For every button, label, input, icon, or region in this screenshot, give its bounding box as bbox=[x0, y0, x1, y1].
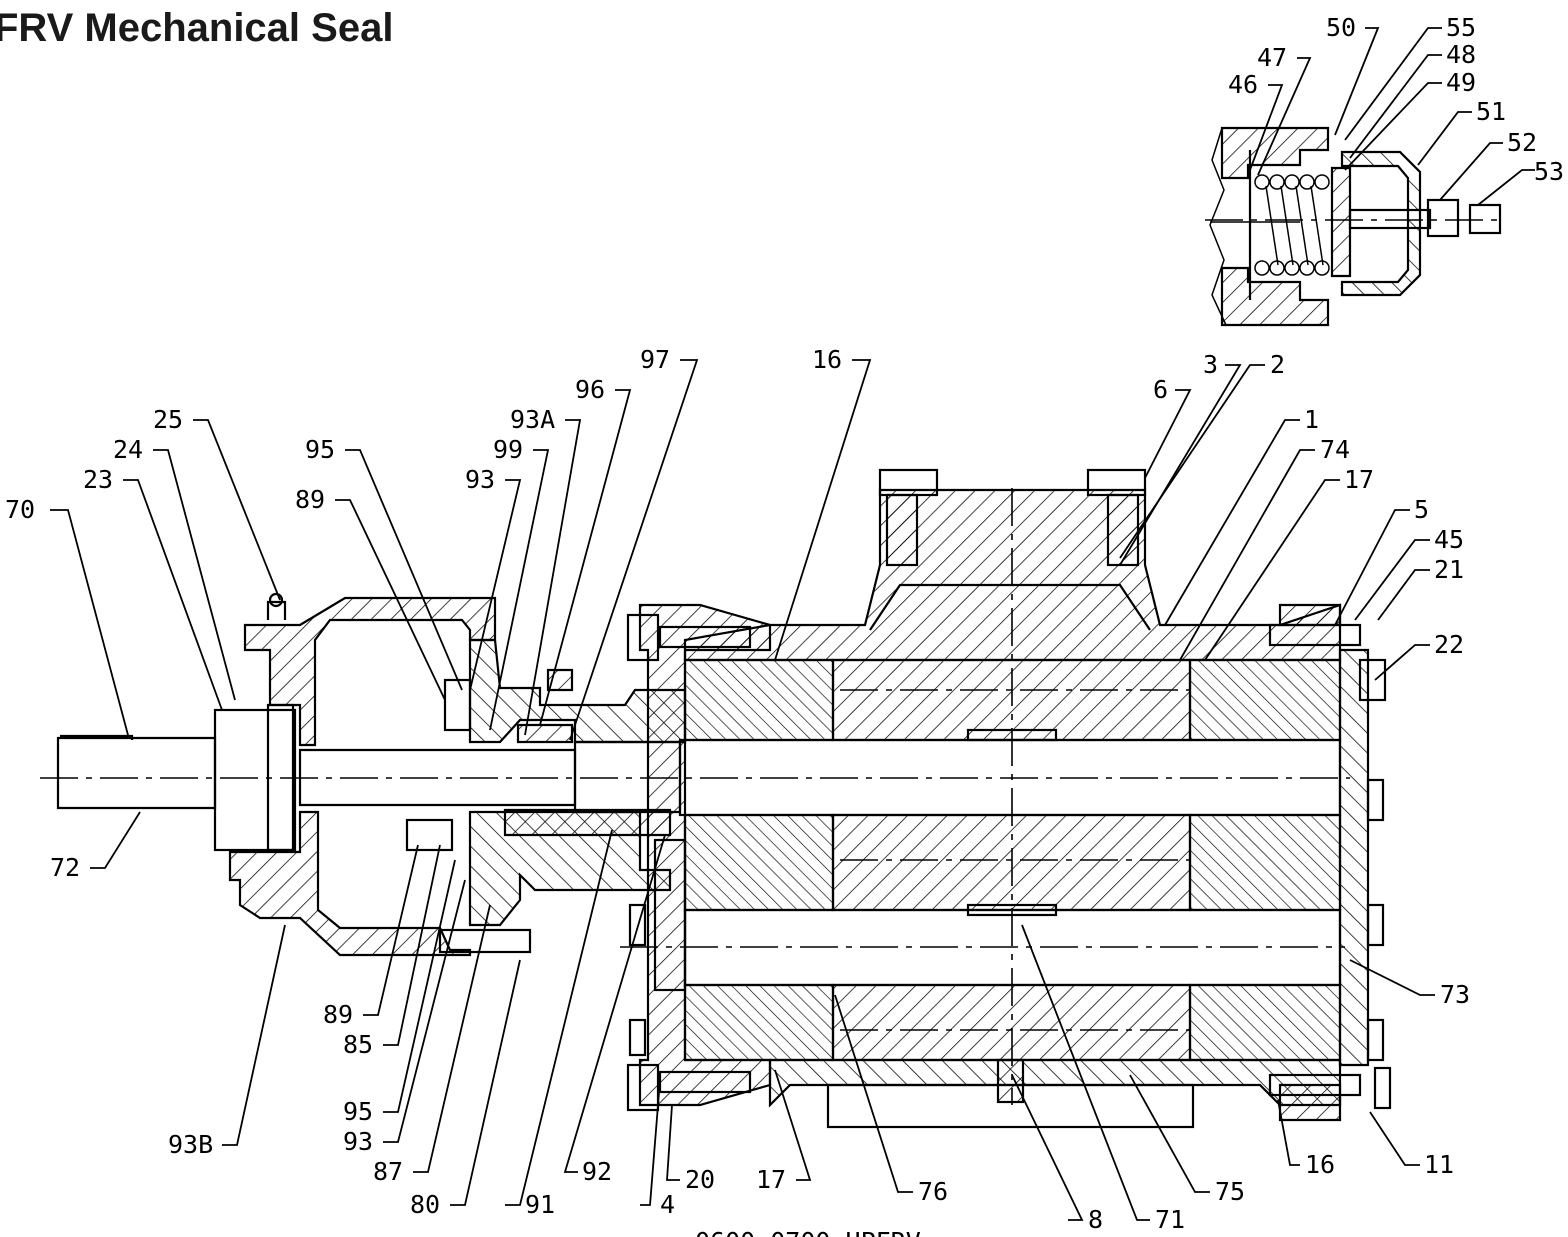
callout-label: 91 bbox=[525, 1190, 555, 1219]
callout-label: 99 bbox=[493, 435, 523, 464]
callout-label: 3 bbox=[1203, 350, 1218, 379]
callout-label: 2 bbox=[1270, 350, 1285, 379]
callout-label: 93 bbox=[465, 465, 495, 494]
callout-label: 47 bbox=[1257, 43, 1287, 72]
callout-label: 46 bbox=[1228, 70, 1258, 99]
callout-label: 75 bbox=[1215, 1177, 1245, 1206]
callout-label: 6 bbox=[1153, 375, 1168, 404]
callout-label: 95 bbox=[343, 1097, 373, 1126]
callout-label: 5 bbox=[1414, 495, 1429, 524]
callout-label: 93A bbox=[510, 405, 555, 434]
callout-label: 50 bbox=[1326, 13, 1356, 42]
callout-label: 24 bbox=[113, 435, 143, 464]
callout-label: 48 bbox=[1446, 40, 1476, 69]
callout-label: 80 bbox=[410, 1190, 440, 1219]
callout-label: 71 bbox=[1155, 1205, 1185, 1234]
callout-label: 95 bbox=[305, 435, 335, 464]
callout-label: 93B bbox=[168, 1130, 213, 1159]
callout-label: 51 bbox=[1476, 97, 1506, 126]
main-assembly bbox=[40, 468, 1392, 1129]
callout-label: 74 bbox=[1320, 435, 1350, 464]
page-title: FRV Mechanical Seal bbox=[0, 6, 394, 50]
callout-label: 20 bbox=[685, 1165, 715, 1194]
callout-label: 96 bbox=[575, 375, 605, 404]
drawing-number: 0600-0700 HPFRV bbox=[695, 1227, 921, 1237]
callout-label: 55 bbox=[1446, 13, 1476, 42]
callout-label: 17 bbox=[756, 1165, 786, 1194]
callout-label: 89 bbox=[295, 485, 325, 514]
callout-label: 17 bbox=[1344, 465, 1374, 494]
callout-label: 23 bbox=[83, 465, 113, 494]
callout-label: 22 bbox=[1434, 630, 1464, 659]
callout-label: 4 bbox=[660, 1190, 675, 1219]
callout-label: 11 bbox=[1424, 1150, 1454, 1179]
callout-label: 76 bbox=[918, 1177, 948, 1206]
callout-label: 45 bbox=[1434, 525, 1464, 554]
leader-lines bbox=[50, 27, 1535, 1221]
callout-label: 1 bbox=[1304, 405, 1319, 434]
callout-label: 8 bbox=[1088, 1205, 1103, 1234]
callout-label: 85 bbox=[343, 1030, 373, 1059]
callout-label: 52 bbox=[1507, 128, 1537, 157]
callout-label: 89 bbox=[323, 1000, 353, 1029]
callout-label: 21 bbox=[1434, 555, 1464, 584]
callout-label: 93 bbox=[343, 1127, 373, 1156]
callout-label: 92 bbox=[582, 1157, 612, 1186]
callout-label: 49 bbox=[1446, 68, 1476, 97]
callout-label: 97 bbox=[640, 345, 670, 374]
callout-label: 16 bbox=[812, 345, 842, 374]
callout-label: 87 bbox=[373, 1157, 403, 1186]
callout-labels: 50 55 47 48 46 49 51 52 53 97 16 3 2 96 … bbox=[5, 13, 1564, 1237]
callout-label: 53 bbox=[1534, 157, 1564, 186]
callout-label: 70 bbox=[5, 495, 35, 524]
callout-label: 72 bbox=[50, 853, 80, 882]
callout-label: 73 bbox=[1440, 980, 1470, 1009]
callout-label: 25 bbox=[153, 405, 183, 434]
seal-detail-inset bbox=[1205, 126, 1505, 327]
callout-label: 16 bbox=[1305, 1150, 1335, 1179]
